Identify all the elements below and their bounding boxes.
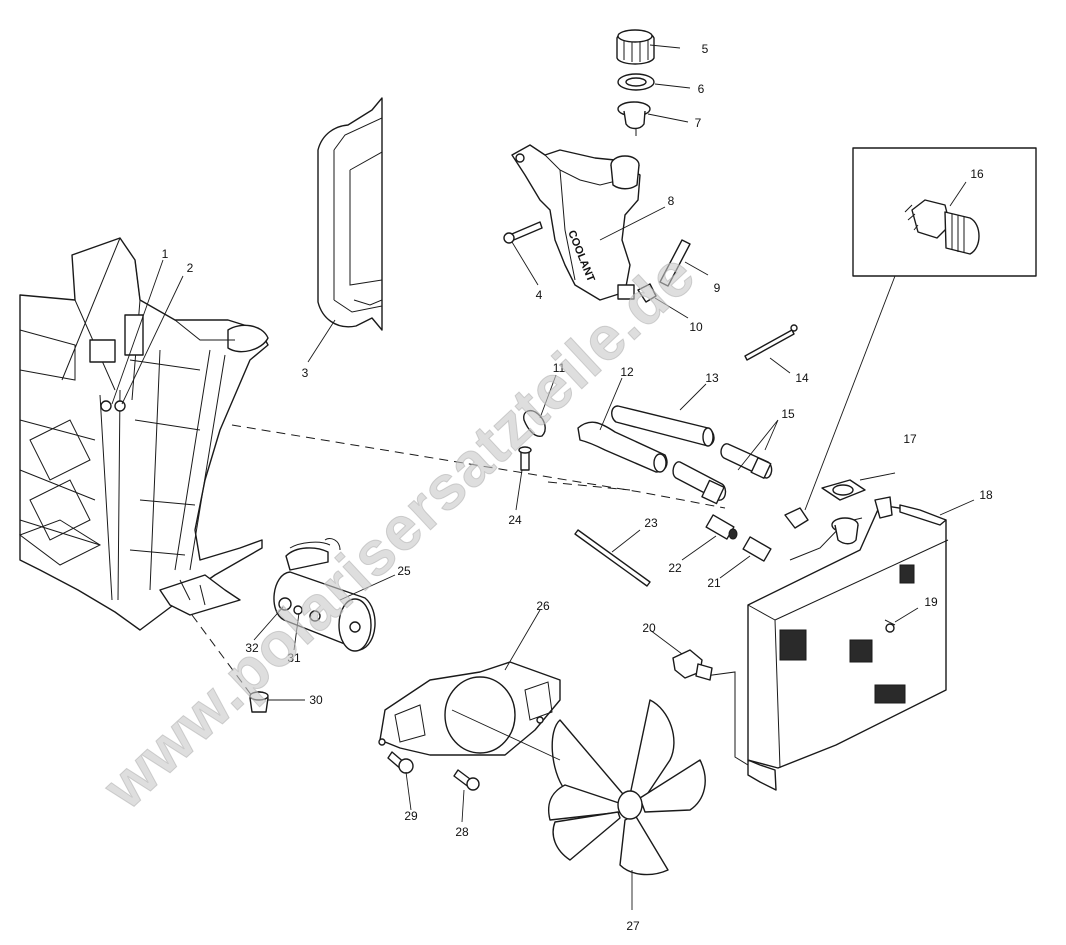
callout-28: 28 [455, 825, 469, 839]
bottle-cap [616, 29, 655, 65]
cap-gasket [617, 73, 655, 91]
callout-labels: 1 2 3 4 5 6 7 8 9 10 11 12 13 14 15 16 1… [162, 42, 993, 933]
callout-30: 30 [309, 693, 323, 707]
temp-switch-inset [852, 147, 1037, 277]
callout-17: 17 [903, 432, 917, 446]
callout-26: 26 [536, 599, 550, 613]
callout-23: 23 [644, 516, 658, 530]
dashed-alignment-line-2 [547, 481, 631, 491]
inset-leader [804, 275, 896, 511]
callout-13: 13 [705, 371, 719, 385]
callout-4: 4 [536, 288, 543, 302]
hose-15-a [672, 461, 727, 505]
radiator-shroud [317, 97, 383, 331]
callout-21: 21 [707, 576, 721, 590]
fan-motor [273, 537, 376, 652]
bottle-screw [503, 221, 543, 244]
leader-lines [111, 44, 975, 910]
vehicle-frame [18, 237, 269, 631]
hose-13 [611, 405, 715, 447]
radiator-cap-gasket [821, 479, 866, 501]
callout-1: 1 [162, 247, 169, 261]
callout-18: 18 [979, 488, 993, 502]
callout-2: 2 [187, 261, 194, 275]
callout-24: 24 [508, 513, 522, 527]
callout-22: 22 [668, 561, 682, 575]
hose-fitting [637, 283, 657, 303]
bleed-tube [744, 324, 798, 361]
callout-9: 9 [714, 281, 721, 295]
callout-19: 19 [924, 595, 938, 609]
hose-15-b [720, 443, 773, 479]
fan-bracket [378, 661, 561, 756]
callout-14: 14 [795, 371, 809, 385]
overflow-hose [659, 239, 691, 287]
callout-5: 5 [702, 42, 709, 56]
callout-12: 12 [620, 365, 634, 379]
callout-29: 29 [404, 809, 418, 823]
callout-11: 11 [553, 361, 566, 375]
callout-16: 16 [970, 167, 984, 181]
bolt-24 [518, 446, 532, 471]
callout-31: 31 [287, 651, 301, 665]
fitting-21 [742, 536, 772, 562]
callout-3: 3 [302, 366, 309, 380]
radiator-fitting [784, 507, 809, 529]
bolt-28 [453, 769, 480, 791]
cooling-fan [548, 699, 706, 876]
callout-27: 27 [626, 919, 640, 933]
callout-10: 10 [689, 320, 703, 334]
upper-hose [577, 421, 668, 473]
hose-clamp-11 [523, 409, 546, 437]
callout-25: 25 [397, 564, 411, 578]
radiator [704, 496, 949, 791]
thermo-switch-20 [672, 649, 713, 681]
callout-20: 20 [642, 621, 656, 635]
callout-7: 7 [695, 116, 702, 130]
wire-23 [574, 529, 651, 587]
grommet-30 [249, 691, 269, 713]
callout-32: 32 [245, 641, 259, 655]
callout-6: 6 [698, 82, 705, 96]
callout-8: 8 [668, 194, 675, 208]
fitting-22 [705, 514, 738, 540]
dashed-alignment-line-3 [191, 614, 256, 701]
bolt-29 [387, 751, 414, 774]
callout-15: 15 [781, 407, 795, 421]
dashed-alignment-line [231, 424, 726, 509]
bottle-neck-insert [617, 101, 651, 136]
coolant-overflow-bottle: COOLANT [511, 144, 641, 301]
